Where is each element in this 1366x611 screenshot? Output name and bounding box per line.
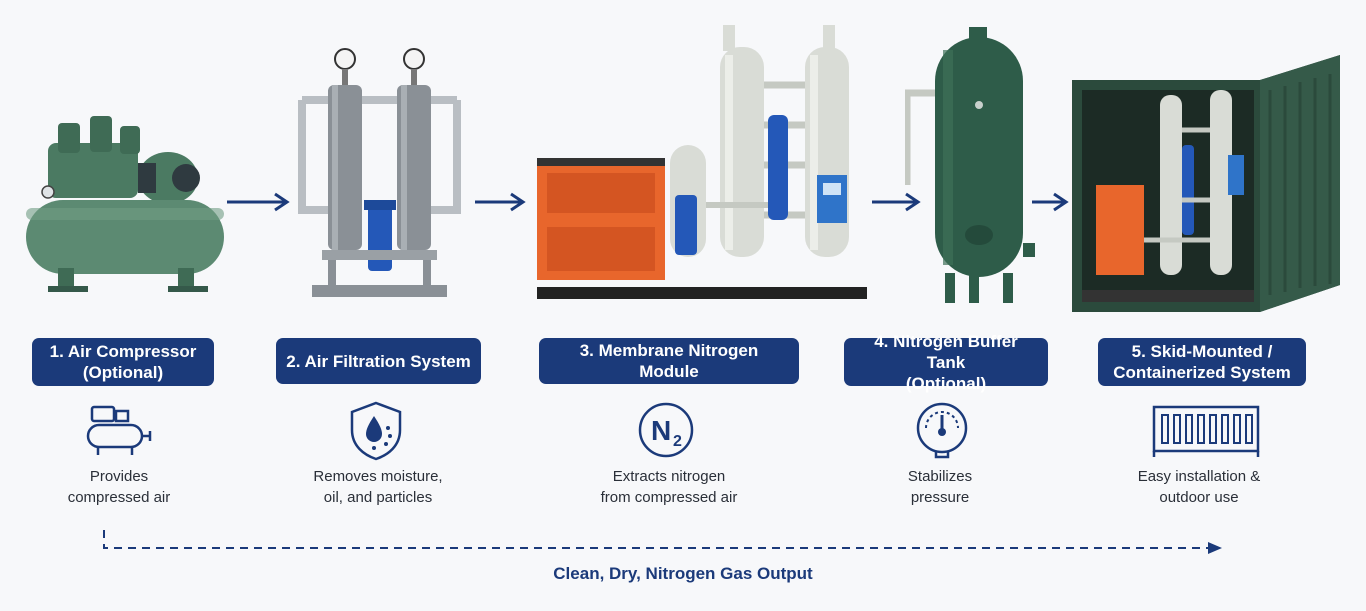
membrane-nitrogen-illustration [537, 25, 867, 299]
step-5-description: Easy installation & outdoor use [1137, 468, 1261, 506]
air-filtration-illustration [298, 48, 461, 297]
step-4-label: 4. Nitrogen Buffer Tank (Optional) [844, 332, 1048, 393]
container-icon [1152, 405, 1260, 457]
step-3-description: Extracts nitrogen from compressed air [600, 468, 738, 506]
flow-arrow-1 [227, 192, 290, 212]
step-4-description: Stabilizes pressure [907, 468, 973, 506]
step-1-label: 1. Air Compressor (Optional) [32, 338, 214, 386]
svg-text:N: N [651, 415, 671, 446]
svg-text:2: 2 [673, 433, 682, 450]
step-1-description: Provides compressed air [67, 468, 171, 506]
step-5-label: 5. Skid-Mounted / Containerized System [1098, 338, 1306, 386]
flow-arrow-2 [475, 192, 526, 212]
air-compressor-icon [86, 405, 152, 455]
flow-arrow-4 [1032, 192, 1069, 212]
filter-shield-icon [350, 401, 402, 461]
pressure-gauge-icon [916, 402, 968, 459]
step-2-description: Removes moisture, oil, and particles [313, 468, 443, 506]
air-compressor-illustration [26, 116, 224, 292]
output-label: Clean, Dry, Nitrogen Gas Output [553, 564, 813, 583]
step-3-label: 3. Membrane Nitrogen Module [539, 338, 799, 384]
nitrogen-n2-icon: N 2 [638, 402, 694, 458]
nitrogen-buffer-tank-illustration [905, 27, 1035, 303]
flow-arrow-3 [872, 192, 921, 212]
container-system-illustration [1072, 55, 1340, 312]
step-2-label: 2. Air Filtration System [276, 338, 481, 384]
